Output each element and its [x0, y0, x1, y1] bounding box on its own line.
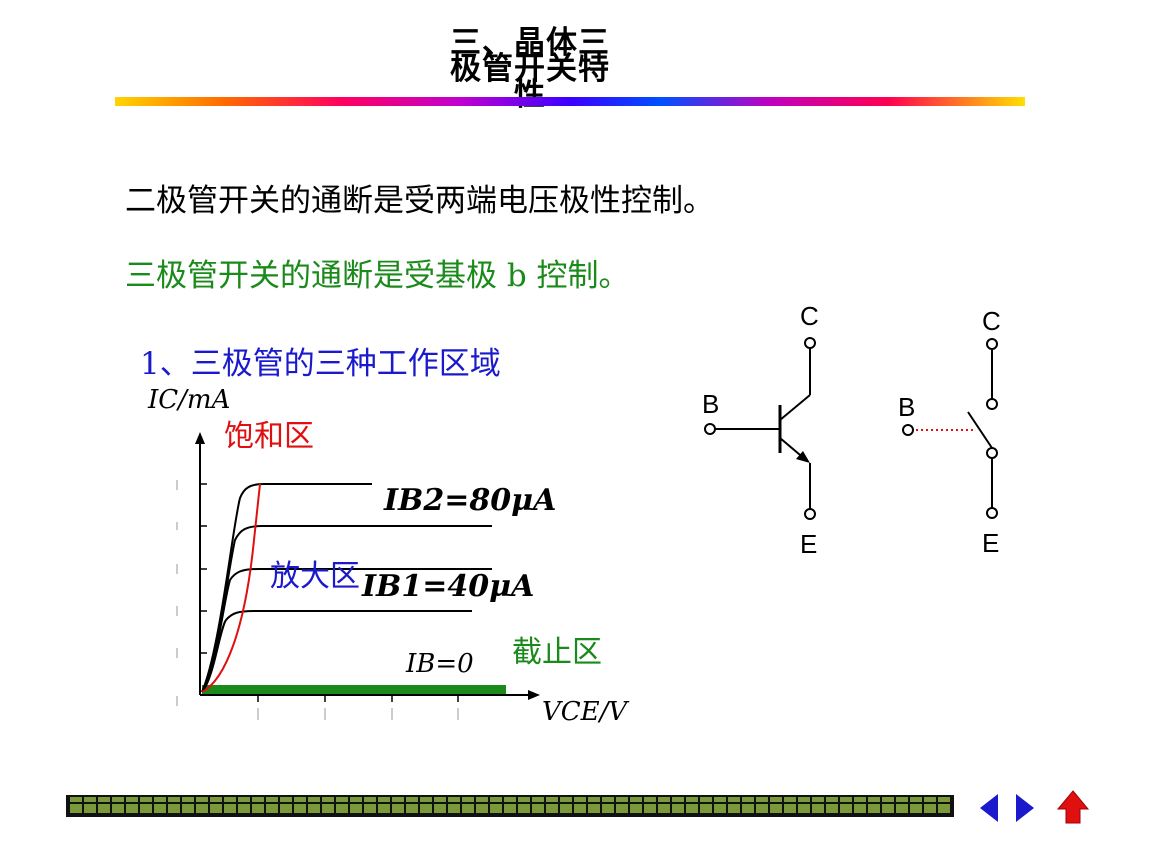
curve-label-ib2: IB2=80μA	[383, 483, 556, 518]
transistor-switch-text: 三极管开关的通断是受基极 b 控制。	[125, 258, 630, 294]
cutoff-band	[202, 685, 506, 694]
switch-equivalent-symbol: C E B	[898, 306, 1001, 558]
amplification-region-label: 放大区	[270, 559, 360, 594]
slide-title: 三、晶体三 极管开关特 性	[340, 25, 720, 111]
emitter-arrow-icon	[796, 451, 810, 463]
transistor-label-e: E	[800, 529, 817, 559]
y-ticks	[200, 483, 207, 654]
curve-ib-low	[201, 610, 472, 693]
x-tick-ghosts	[257, 708, 459, 720]
switch-emitter-terminal	[986, 507, 998, 519]
switch-label-e: E	[982, 528, 999, 558]
switch-blade	[967, 411, 993, 449]
saturation-boundary	[201, 483, 261, 693]
triangle-left-icon	[980, 794, 998, 822]
switch-label-b: B	[898, 392, 915, 422]
transistor-label-c: C	[800, 301, 819, 331]
home-button[interactable]	[1056, 789, 1090, 827]
prev-slide-button[interactable]	[978, 791, 1000, 825]
emitter-terminal	[804, 508, 816, 520]
diode-switch-text: 二极管开关的通断是受两端电压极性控制。	[125, 183, 714, 219]
x-axis-arrow-icon	[528, 690, 540, 700]
slide-title-line-1: 三、晶体三	[450, 25, 610, 61]
title-gradient-bar	[115, 97, 1025, 106]
y-axis-label: IC/mA	[147, 385, 230, 415]
switch-base-terminal	[902, 424, 914, 436]
y-axis-arrow-icon	[195, 432, 205, 444]
curve-label-ib1: IB1=40μA	[361, 569, 534, 604]
collector-terminal	[804, 337, 816, 349]
footer-decorative-border	[66, 795, 954, 817]
x-axis-label: VCE/V	[542, 697, 629, 727]
npn-transistor-symbol: C B E	[702, 301, 819, 559]
x-ticks	[257, 695, 459, 702]
saturation-region-label: 饱和区	[224, 419, 314, 454]
next-slide-button[interactable]	[1014, 791, 1036, 825]
triangle-right-icon	[1016, 794, 1034, 822]
section-heading: 1、三极管的三种工作区域	[140, 346, 501, 382]
base-terminal	[704, 423, 716, 435]
switch-label-c: C	[982, 306, 1001, 336]
home-up-arrow-icon	[1056, 790, 1090, 824]
cutoff-region-label: 截止区	[512, 635, 602, 670]
switch-collector-terminal	[986, 338, 998, 350]
transistor-label-b: B	[702, 389, 719, 419]
slide-title-line-2: 极管开关特	[450, 51, 610, 87]
curve-label-ib0: IB=0	[405, 649, 474, 679]
output-characteristic-chart: IC/mA VCE/V IB2=80μA IB1=40μA IB=0 饱和区 放…	[147, 385, 629, 727]
